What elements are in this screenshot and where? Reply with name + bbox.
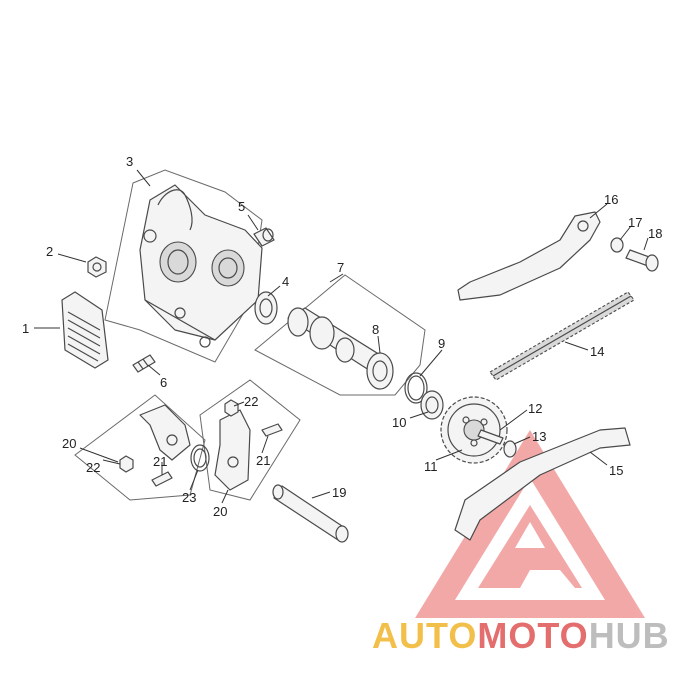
- part-21-screw-right: [261, 423, 283, 437]
- callout-14: 14: [590, 344, 604, 359]
- part-19-shaft: [272, 484, 349, 543]
- callout-21-right: 21: [256, 453, 270, 468]
- watermark-text: AUTOMOTOHUB: [372, 615, 670, 656]
- part-18-bolt: [625, 249, 659, 272]
- logo-triangle-cut: [515, 522, 545, 548]
- callout-7: 7: [337, 260, 344, 275]
- part-16-tensioner: [457, 211, 601, 301]
- part-22-nut-right: [224, 399, 239, 417]
- part-9-circlip: [404, 372, 428, 404]
- part-1-grille: [61, 291, 109, 369]
- part-10-spacer: [420, 390, 444, 420]
- callout-22-left: 22: [86, 460, 100, 475]
- callout-11: 11: [424, 459, 438, 474]
- callout-16: 16: [604, 192, 618, 207]
- part-3-housing: [139, 184, 263, 348]
- part-7-camshaft: [287, 307, 386, 373]
- part-8-bearing: [366, 352, 394, 390]
- part-23-spring: [190, 444, 210, 472]
- part-4-bearing: [254, 291, 278, 325]
- part-20-rocker-left: [139, 404, 191, 461]
- callout-labels: 1 2 3 4 5 6 7 8 9 10 11 12 13 14 15 16 1…: [22, 154, 662, 519]
- callout-1: 1: [22, 321, 29, 336]
- part-2-nut: [87, 256, 107, 278]
- svg-text:AUTOMOTOHUB: AUTOMOTOHUB: [372, 615, 670, 656]
- part-6-stud: [132, 354, 156, 373]
- callout-6: 6: [160, 375, 167, 390]
- callout-13: 13: [532, 429, 546, 444]
- part-17-bushing: [610, 237, 624, 253]
- group-box-20-right: [199, 379, 301, 501]
- callout-4: 4: [282, 274, 289, 289]
- callout-9: 9: [438, 336, 445, 351]
- callout-2: 2: [46, 244, 53, 259]
- part-13-washer: [503, 440, 517, 458]
- callout-17: 17: [628, 215, 642, 230]
- watermark-auto: AUTO: [372, 615, 477, 656]
- part-15-guide: [454, 427, 631, 541]
- callout-20-right: 20: [213, 504, 227, 519]
- callout-19: 19: [332, 485, 346, 500]
- part-20-rocker-right: [214, 409, 251, 491]
- callout-12: 12: [528, 401, 542, 416]
- watermark-logo: [415, 430, 645, 618]
- group-box-7: [254, 274, 426, 396]
- part-5-bushing: [253, 227, 275, 247]
- part-12-bolt: [477, 429, 504, 445]
- callout-10: 10: [392, 415, 406, 430]
- watermark-moto: MOTO: [477, 615, 588, 656]
- callout-3: 3: [126, 154, 133, 169]
- callout-23: 23: [182, 490, 196, 505]
- callout-22-right: 22: [244, 394, 258, 409]
- part-14-chain: [489, 291, 635, 381]
- callout-8: 8: [372, 322, 379, 337]
- part-11-sprocket: [440, 396, 508, 464]
- callout-20-left: 20: [62, 436, 76, 451]
- leader-lines: [34, 169, 649, 504]
- group-box-20-left: [74, 394, 206, 501]
- callout-5: 5: [238, 199, 245, 214]
- callout-21-left: 21: [153, 454, 167, 469]
- watermark-hub: HUB: [589, 615, 670, 656]
- part-21-screw-left: [151, 471, 173, 487]
- part-22-nut-left: [119, 455, 134, 473]
- callout-15: 15: [609, 463, 623, 478]
- callout-18: 18: [648, 226, 662, 241]
